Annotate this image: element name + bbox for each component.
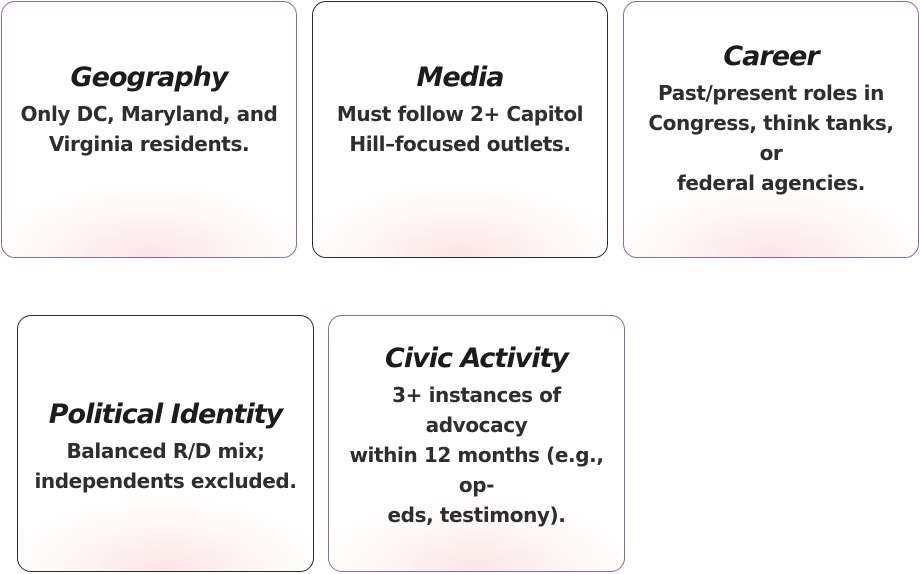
- card-text-line: independents excluded.: [34, 469, 297, 494]
- card-text-line: federal agencies.: [677, 171, 865, 196]
- card-text-line: eds, testimony).: [387, 503, 566, 528]
- card-description: Balanced R/D mix; independents excluded.: [24, 436, 306, 496]
- card-title: Career: [723, 40, 819, 72]
- card-description: Must follow 2+ Capitol Hill–focused outl…: [327, 99, 593, 159]
- card-text-line: Only DC, Maryland, and: [20, 102, 278, 127]
- card-description: Past/present roles in Congress, think ta…: [624, 78, 918, 198]
- card-text-line: Congress, think tanks, or: [648, 111, 894, 166]
- card-description: 3+ instances of advocacy within 12 month…: [329, 380, 624, 530]
- card-text-line: Past/present roles in: [658, 81, 884, 106]
- card-text-line: Hill–focused outlets.: [349, 132, 571, 157]
- card-text-line: 3+ instances of advocacy: [392, 383, 561, 438]
- card-career: Career Past/present roles in Congress, t…: [623, 1, 919, 258]
- card-text-line: within 12 months (e.g., op-: [349, 443, 604, 498]
- card-text-line: Must follow 2+ Capitol: [336, 102, 584, 127]
- card-media: Media Must follow 2+ Capitol Hill–focuse…: [312, 1, 608, 258]
- card-political-identity: Political Identity Balanced R/D mix; ind…: [17, 315, 314, 572]
- card-civic-activity: Civic Activity 3+ instances of advocacy …: [328, 315, 625, 572]
- card-description: Only DC, Maryland, and Virginia resident…: [11, 99, 288, 159]
- card-geography: Geography Only DC, Maryland, and Virgini…: [1, 1, 297, 258]
- card-text-line: Balanced R/D mix;: [66, 439, 265, 464]
- card-text-line: Virginia residents.: [48, 132, 250, 157]
- card-title: Civic Activity: [385, 342, 569, 374]
- card-title: Political Identity: [48, 398, 283, 430]
- card-title: Media: [416, 61, 505, 93]
- card-title: Geography: [70, 61, 228, 93]
